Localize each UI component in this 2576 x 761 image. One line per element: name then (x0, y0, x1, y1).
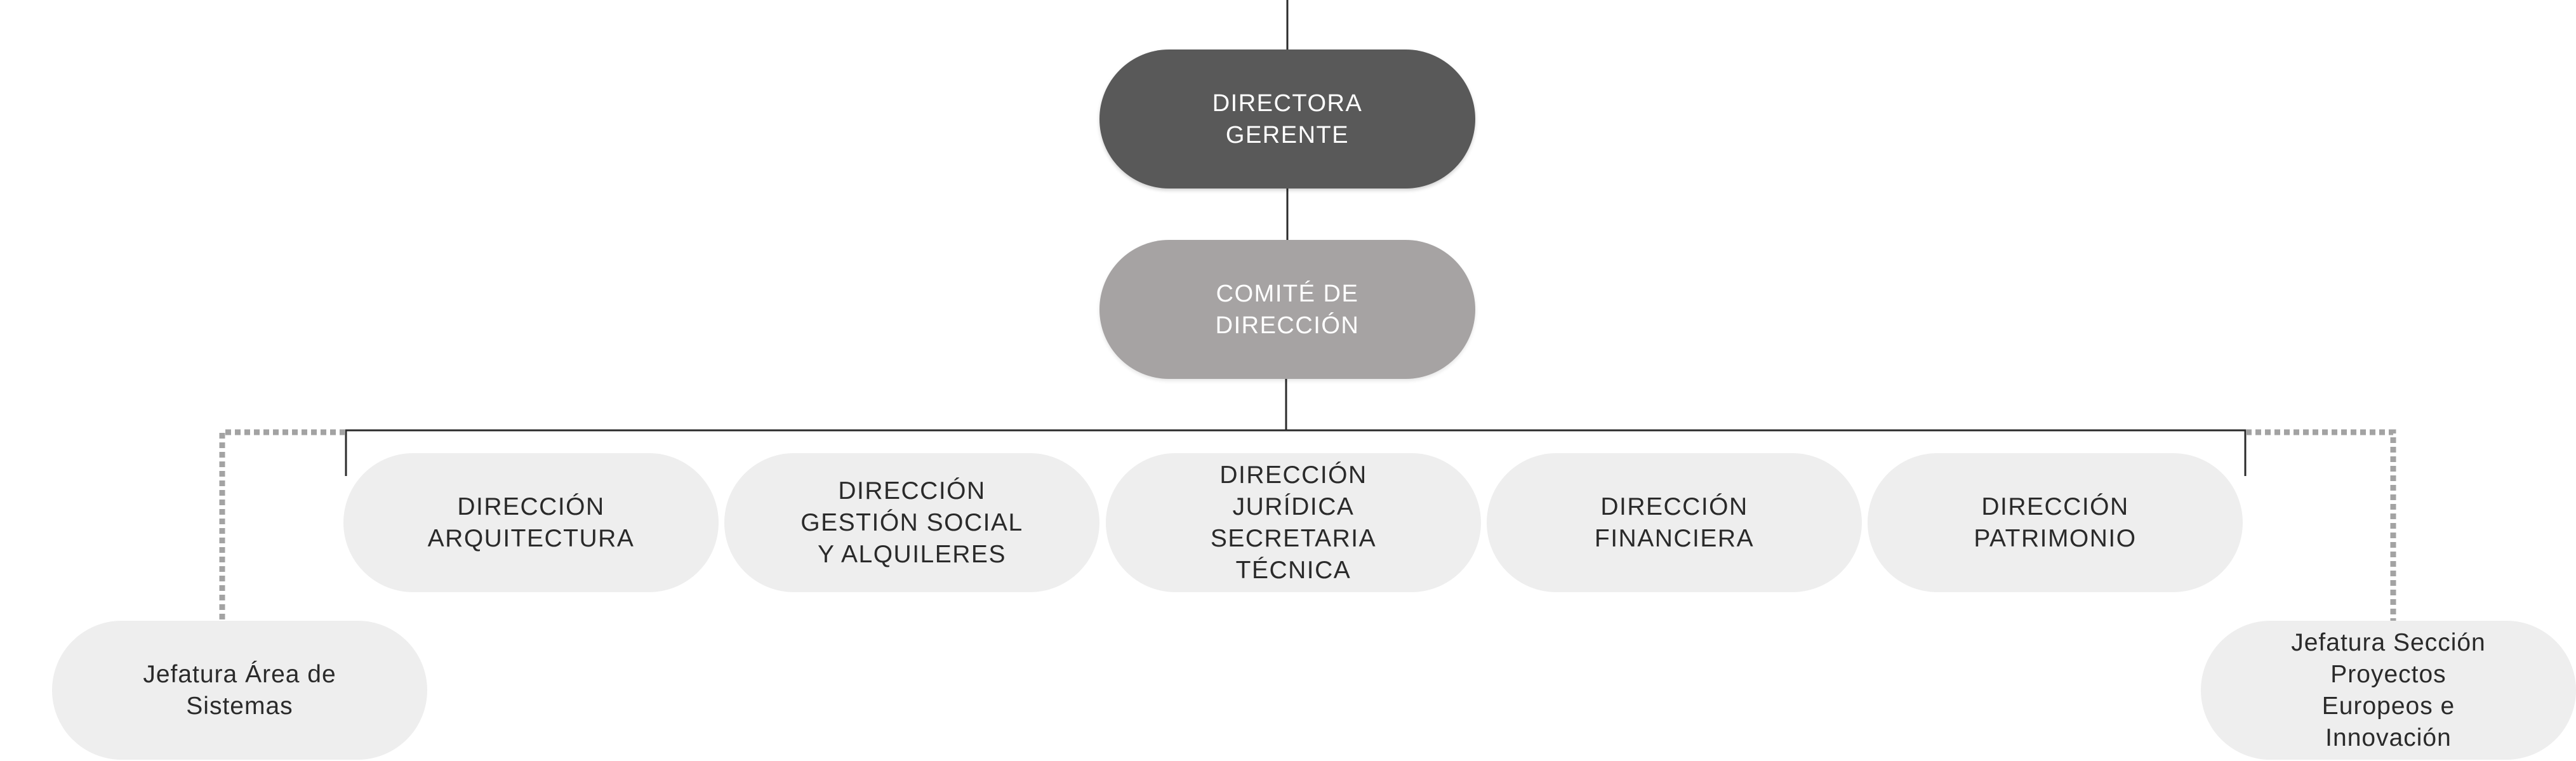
node-comite-direccion-label: COMITÉ DE DIRECCIÓN (1215, 280, 1360, 339)
node-jefatura-proyectos-europeos: Jefatura Sección Proyectos Europeos e In… (2201, 621, 2576, 760)
node-direccion-juridica-label: DIRECCIÓN JURÍDICA SECRETARIA TÉCNICA (1210, 461, 1377, 584)
node-direccion-financiera: DIRECCIÓN FINANCIERA (1487, 453, 1862, 592)
node-direccion-juridica: DIRECCIÓN JURÍDICA SECRETARIA TÉCNICA (1106, 453, 1481, 592)
node-direccion-gestion-social: DIRECCIÓN GESTIÓN SOCIAL Y ALQUILERES (724, 453, 1099, 592)
node-directora-gerente-label: DIRECTORA GERENTE (1212, 89, 1363, 149)
node-jefatura-proyectos-europeos-label: Jefatura Sección Proyectos Europeos e In… (2291, 628, 2486, 751)
node-direccion-arquitectura-label: DIRECCIÓN ARQUITECTURA (427, 493, 635, 552)
node-direccion-financiera-label: DIRECCIÓN FINANCIERA (1594, 493, 1755, 552)
node-direccion-patrimonio: DIRECCIÓN PATRIMONIO (1868, 453, 2243, 592)
node-direccion-arquitectura: DIRECCIÓN ARQUITECTURA (343, 453, 719, 592)
node-directora-gerente: DIRECTORA GERENTE (1099, 50, 1475, 189)
node-direccion-patrimonio-label: DIRECCIÓN PATRIMONIO (1974, 493, 2137, 552)
node-direccion-gestion-social-label: DIRECCIÓN GESTIÓN SOCIAL Y ALQUILERES (800, 477, 1023, 568)
node-comite-direccion: COMITÉ DE DIRECCIÓN (1099, 240, 1475, 379)
connector-dotted-left (219, 429, 345, 621)
connector-dotted-right (2246, 429, 2396, 621)
node-jefatura-sistemas: Jefatura Área de Sistemas (52, 621, 427, 760)
node-jefatura-sistemas-label: Jefatura Área de Sistemas (143, 660, 336, 720)
